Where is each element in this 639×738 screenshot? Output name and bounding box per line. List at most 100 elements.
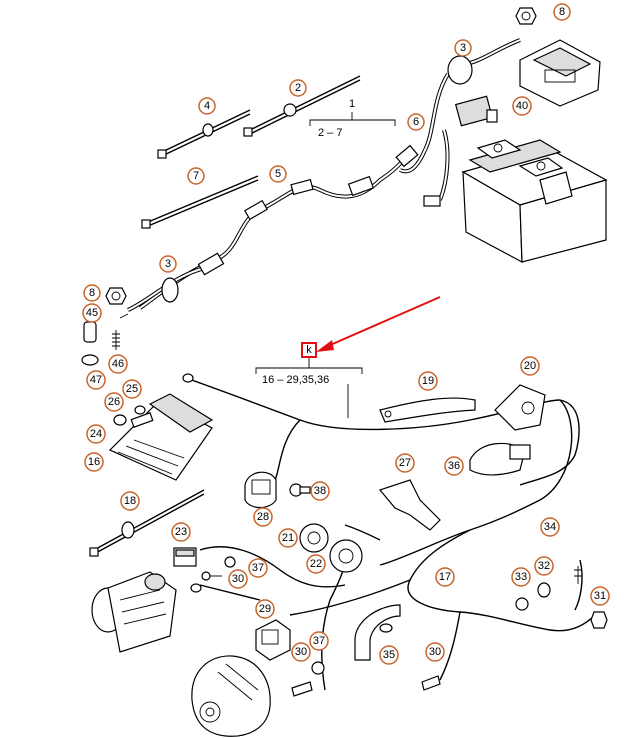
svg-text:7: 7 — [193, 170, 199, 182]
callout-37b: 37 — [309, 631, 329, 651]
svg-text:25: 25 — [126, 383, 138, 395]
callout-33: 33 — [511, 567, 531, 587]
callout-26: 26 — [104, 392, 124, 412]
parts-30-37-lower — [291, 661, 325, 697]
callout-2: 2 — [289, 79, 307, 97]
callout-8: 8 — [553, 3, 571, 21]
callout-25: 25 — [122, 379, 142, 399]
highlight-box — [301, 342, 317, 358]
small-parts-left — [81, 287, 127, 366]
battery — [461, 139, 608, 264]
callout-37a: 37 — [248, 558, 268, 578]
group-label-1: 2 – 7 — [309, 112, 396, 139]
cable-ties-top — [141, 75, 361, 229]
main-harness-top — [119, 144, 419, 319]
nut-top — [515, 7, 537, 25]
callout-31: 31 — [590, 586, 610, 606]
svg-text:47: 47 — [90, 374, 102, 386]
svg-text:3: 3 — [165, 258, 171, 270]
callout-20: 20 — [520, 356, 540, 376]
svg-text:36: 36 — [448, 460, 460, 472]
callout-18: 18 — [120, 491, 140, 511]
svg-text:21: 21 — [282, 532, 294, 544]
hose-35 — [354, 604, 401, 661]
svg-text:45: 45 — [86, 307, 98, 319]
relay-23 — [173, 547, 197, 567]
starter-motor — [91, 571, 177, 653]
callout-19: 19 — [418, 371, 438, 391]
callout-21: 21 — [278, 528, 298, 548]
fuse-box-left — [108, 393, 214, 481]
callout-29: 29 — [255, 599, 275, 619]
callout-30c: 30 — [425, 642, 445, 662]
group-1-range: 2 – 7 — [318, 127, 342, 139]
callout-35: 35 — [379, 645, 399, 665]
callout-24: 24 — [86, 424, 106, 444]
callout-5: 5 — [269, 165, 287, 183]
callout-46: 46 — [108, 354, 128, 374]
svg-text:2: 2 — [295, 82, 301, 94]
svg-text:6: 6 — [413, 116, 419, 128]
ground-parts-right — [515, 566, 608, 629]
svg-text:18: 18 — [124, 495, 136, 507]
svg-text:8: 8 — [559, 6, 565, 18]
svg-text:30: 30 — [232, 573, 244, 585]
alternator — [191, 655, 271, 737]
callout-22: 22 — [306, 554, 326, 574]
callout-28: 28 — [253, 507, 273, 527]
callout-17: 17 — [435, 567, 455, 587]
svg-text:34: 34 — [544, 521, 556, 533]
connector-20 — [494, 384, 546, 431]
svg-text:30: 30 — [429, 646, 441, 658]
highlight-arrow — [316, 296, 441, 352]
callout-30b: 30 — [291, 642, 311, 662]
svg-text:22: 22 — [310, 558, 322, 570]
callout-3b: 3 — [159, 255, 177, 273]
svg-text:29: 29 — [259, 603, 271, 615]
bolt-38 — [289, 483, 311, 497]
callout-23: 23 — [171, 522, 191, 542]
terminal-30-right — [421, 675, 441, 691]
svg-text:27: 27 — [399, 457, 411, 469]
svg-text:17: 17 — [439, 571, 451, 583]
svg-text:19: 19 — [422, 375, 434, 387]
lower-harness — [182, 373, 596, 691]
svg-text:23: 23 — [175, 526, 187, 538]
callout-32: 32 — [534, 556, 554, 576]
svg-text:8: 8 — [89, 287, 95, 299]
svg-text:3: 3 — [460, 42, 466, 54]
svg-text:16: 16 — [88, 456, 100, 468]
connector-28 — [244, 471, 277, 509]
svg-text:46: 46 — [112, 358, 124, 370]
callout-8b: 8 — [83, 284, 101, 302]
callout-16: 16 — [84, 452, 104, 472]
svg-text:33: 33 — [515, 571, 527, 583]
fuse-box-top — [519, 39, 601, 107]
callout-3: 3 — [454, 39, 472, 57]
svg-text:35: 35 — [383, 649, 395, 661]
connector-29 — [255, 619, 291, 661]
bracket-36 — [469, 442, 531, 476]
bracket-19 — [379, 397, 476, 423]
svg-text:24: 24 — [90, 428, 102, 440]
bracket-27 — [378, 479, 441, 531]
callout-1: 1 — [349, 98, 355, 110]
svg-text:38: 38 — [314, 485, 326, 497]
svg-text:4: 4 — [204, 100, 210, 112]
callout-36: 36 — [444, 456, 464, 476]
svg-text:20: 20 — [524, 360, 536, 372]
callout-6: 6 — [407, 113, 425, 131]
callout-7a: 7 — [187, 167, 205, 185]
callout-45: 45 — [82, 303, 102, 323]
svg-text:26: 26 — [108, 396, 120, 408]
svg-text:28: 28 — [257, 511, 269, 523]
connectors-21-22 — [299, 523, 363, 573]
svg-text:32: 32 — [538, 560, 550, 572]
callout-38: 38 — [310, 481, 330, 501]
highlight-label: k — [306, 344, 312, 356]
svg-text:1: 1 — [349, 98, 355, 110]
callout-30a: 30 — [228, 569, 248, 589]
cable-tie-18 — [89, 489, 205, 557]
terminals-30-37 — [190, 556, 236, 593]
